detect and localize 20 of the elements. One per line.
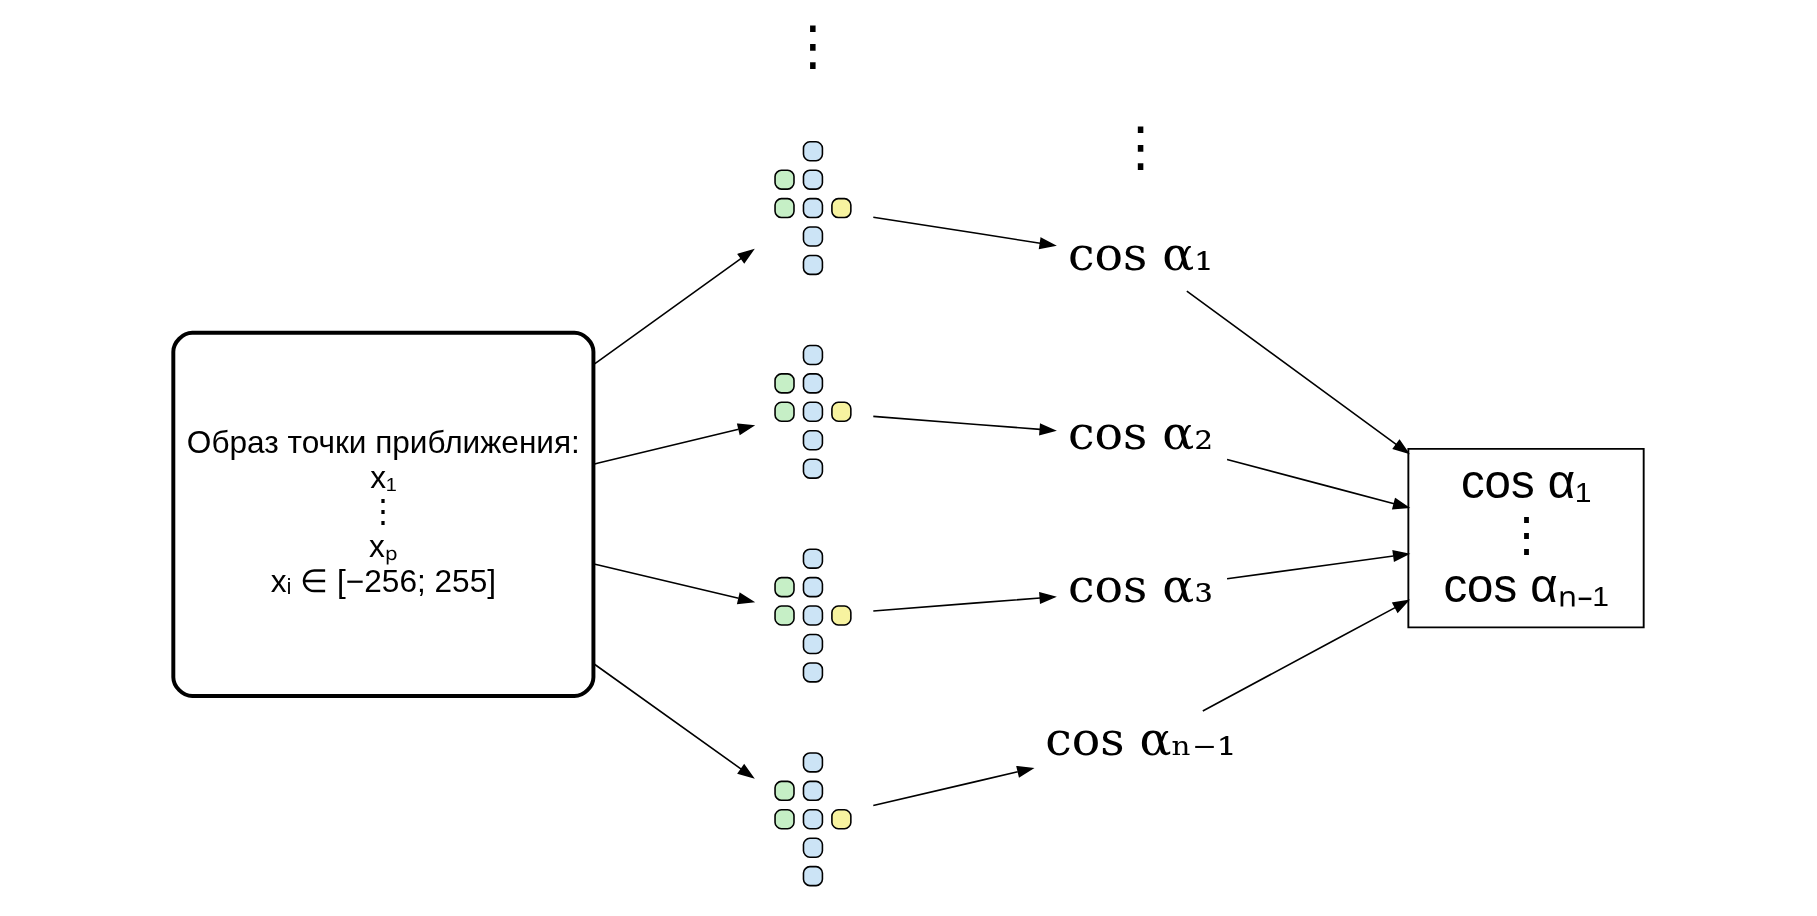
arrow <box>1202 599 1411 712</box>
arrow <box>593 423 756 465</box>
node-text: cos α₁ <box>1067 226 1214 282</box>
arrow <box>593 563 756 605</box>
arrow <box>872 765 1035 807</box>
label: ⋮ <box>786 13 840 77</box>
node-text: cos α₂ <box>1067 404 1214 460</box>
arrow <box>872 591 1057 612</box>
node-text: cos α₃ <box>1067 558 1214 614</box>
arrow <box>872 415 1057 436</box>
node-box: cos α₁ ⋮ cos αₙ₋₁ <box>1407 447 1645 629</box>
node-text: cos αₙ₋₁ <box>1045 711 1237 767</box>
arrow <box>1226 458 1411 510</box>
arrow <box>872 216 1057 250</box>
arrow <box>1226 550 1411 580</box>
arrow <box>593 248 755 366</box>
node-box: Образ точки приближения: x₁ ⋮ xₚ xᵢ ∈ [−256; 255] <box>171 330 596 699</box>
arrow <box>1186 290 1410 455</box>
label: ⋮ <box>1113 114 1168 178</box>
arrow <box>593 662 755 779</box>
